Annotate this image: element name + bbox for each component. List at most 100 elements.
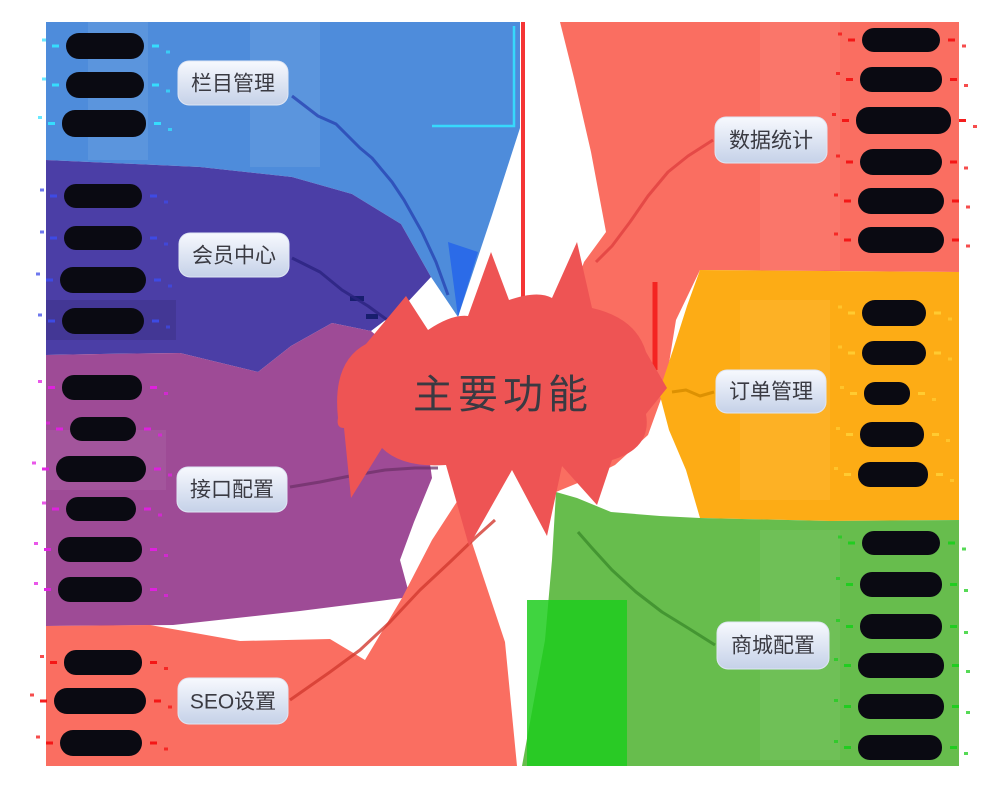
leaf-tick (838, 345, 842, 349)
branch-label-order-management[interactable]: 订单管理 (715, 369, 827, 414)
leaf-tick (168, 473, 172, 477)
leaf-tick (973, 125, 977, 128)
leaf-node-redacted[interactable] (64, 184, 142, 208)
leaf-tick (40, 188, 44, 192)
leaf-node-redacted[interactable] (54, 688, 146, 714)
leaf-tick (50, 194, 57, 198)
leaf-tick (42, 467, 49, 471)
navy-accent-dash (366, 314, 378, 319)
leaf-node-redacted[interactable] (66, 497, 136, 521)
leaf-tick (42, 77, 46, 81)
center-node[interactable]: 主要功能 (337, 242, 667, 546)
leaf-tick (848, 38, 855, 42)
leaf-tick (152, 319, 159, 323)
leaf-node-redacted[interactable] (856, 107, 951, 134)
leaf-tick (844, 664, 851, 667)
leaf-node-redacted[interactable] (858, 188, 944, 214)
leaf-tick (56, 427, 63, 431)
leaf-tick (918, 392, 925, 395)
leaf-tick (848, 351, 855, 355)
leaf-tick (46, 278, 53, 282)
leaf-tick (50, 236, 57, 240)
leaf-tick (42, 38, 46, 42)
leaf-node-redacted[interactable] (66, 72, 144, 98)
leaf-tick (850, 392, 857, 395)
leaf-tick (40, 655, 44, 658)
leaf-tick (38, 116, 42, 119)
leaf-node-redacted[interactable] (64, 650, 142, 675)
leaf-node-redacted[interactable] (66, 33, 144, 59)
leaf-node-redacted[interactable] (860, 422, 924, 447)
leaf-tick (34, 582, 38, 585)
leaf-node-redacted[interactable] (860, 67, 942, 92)
leaf-tick (48, 122, 55, 125)
leaf-node-redacted[interactable] (864, 382, 910, 405)
leaf-tick (964, 166, 968, 170)
leaf-tick (834, 658, 838, 661)
leaf-node-redacted[interactable] (62, 308, 144, 334)
branch-wedge-column-management (46, 22, 520, 317)
branch-label-text: 会员中心 (192, 245, 276, 268)
leaf-node-redacted[interactable] (58, 577, 142, 602)
leaf-node-redacted[interactable] (858, 227, 944, 253)
leaf-tick (844, 238, 851, 242)
leaf-node-redacted[interactable] (860, 149, 942, 175)
leaf-node-redacted[interactable] (58, 537, 142, 562)
leaf-node-redacted[interactable] (60, 730, 142, 756)
leaf-node-redacted[interactable] (60, 267, 146, 293)
leaf-node-redacted[interactable] (62, 375, 142, 400)
leaf-node-redacted[interactable] (64, 226, 142, 250)
leaf-tick (46, 741, 53, 745)
leaf-tick (964, 84, 968, 87)
leaf-node-redacted[interactable] (860, 572, 942, 597)
leaf-tick (836, 154, 840, 158)
leaf-tick (966, 711, 970, 714)
leaf-tick (932, 398, 936, 401)
leaf-node-redacted[interactable] (860, 614, 942, 639)
leaf-tick (48, 386, 55, 389)
leaf-tick (152, 44, 159, 48)
branch-label-text: 数据统计 (729, 130, 813, 153)
leaf-node-redacted[interactable] (62, 110, 146, 137)
connector-line (291, 94, 450, 296)
leaf-tick (952, 199, 959, 203)
leaf-tick (30, 693, 34, 697)
leaf-tick (948, 38, 955, 42)
leaf-tick (164, 242, 168, 246)
leaf-tick (966, 205, 970, 209)
leaf-node-redacted[interactable] (862, 300, 926, 326)
leaf-node-redacted[interactable] (862, 341, 926, 365)
leaf-tick (52, 44, 59, 48)
branch-label-member-center[interactable]: 会员中心 (178, 232, 290, 278)
branch-label-mall-config[interactable]: 商城配置 (716, 621, 830, 670)
leaf-node-redacted[interactable] (56, 456, 146, 482)
leaf-tick (832, 113, 836, 116)
center-cloud-shape (337, 242, 667, 546)
leaf-node-redacted[interactable] (858, 653, 944, 678)
leaf-tick (168, 705, 172, 709)
leaf-tick (934, 351, 941, 355)
leaf-tick (950, 479, 954, 482)
branch-label-seo-settings[interactable]: SEO设置 (177, 677, 289, 725)
leaf-node-redacted[interactable] (862, 28, 940, 52)
branch-label-interface-config[interactable]: 接口配置 (176, 466, 288, 513)
leaf-node-redacted[interactable] (858, 462, 928, 487)
branch-member-center: 会员中心 (36, 160, 431, 372)
leaf-tick (846, 78, 853, 81)
leaf-tick (950, 746, 957, 749)
branch-mall-config: 商城配置 (522, 492, 970, 766)
leaf-tick (36, 735, 40, 739)
branch-label-text: 商城配置 (731, 635, 815, 658)
leaf-node-redacted[interactable] (70, 417, 136, 441)
branch-label-data-statistics[interactable]: 数据统计 (714, 116, 828, 164)
leaf-tick (168, 284, 172, 288)
leaf-tick (46, 421, 50, 425)
branch-label-column-management[interactable]: 栏目管理 (177, 60, 289, 106)
leaf-tick (154, 122, 161, 125)
leaf-tick (964, 589, 968, 592)
leaf-node-redacted[interactable] (862, 531, 940, 555)
leaf-node-redacted[interactable] (858, 735, 942, 760)
leaf-node-redacted[interactable] (858, 694, 944, 719)
blue-accent-spike (448, 242, 478, 317)
leaf-tick (44, 588, 51, 591)
